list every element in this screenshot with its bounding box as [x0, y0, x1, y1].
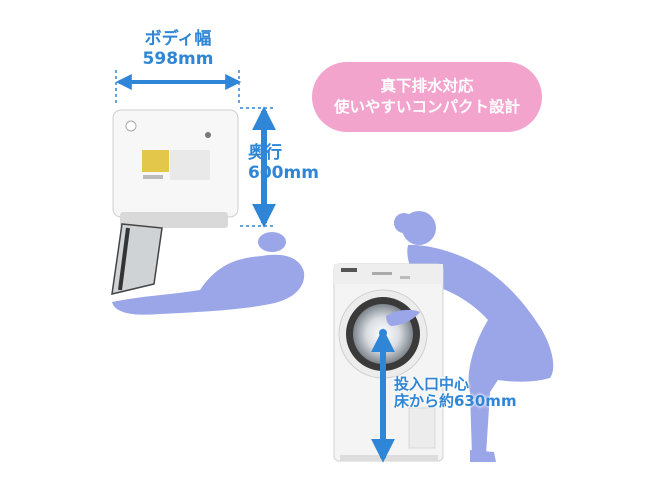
callout-line-1: 真下排水対応 — [380, 77, 474, 96]
height-label-value: 床から約630mm — [394, 392, 517, 411]
depth-label-value: 600mm — [248, 162, 319, 183]
depth-label-title: 奥行 — [248, 143, 282, 163]
standing-person-silhouette — [392, 211, 554, 462]
lying-person-silhouette — [112, 232, 305, 315]
width-dimension-label: ボディ幅 598mm — [118, 29, 238, 69]
callout-line-2: 使いやすいコンパクト設計 — [333, 98, 520, 116]
washer-front-view — [333, 263, 444, 462]
door-height-label: 投入口中心 床から約630mm — [394, 375, 517, 411]
feature-callout-bubble: 真下排水対応 使いやすいコンパクト設計 — [312, 62, 542, 132]
depth-dimension-label: 奥行 600mm — [248, 143, 319, 183]
width-label-title: ボディ幅 — [144, 29, 212, 49]
width-label-value: 598mm — [142, 48, 214, 69]
washer-top-view — [111, 109, 239, 295]
reaching-hand — [386, 309, 420, 326]
height-label-title: 投入口中心 — [394, 375, 470, 393]
